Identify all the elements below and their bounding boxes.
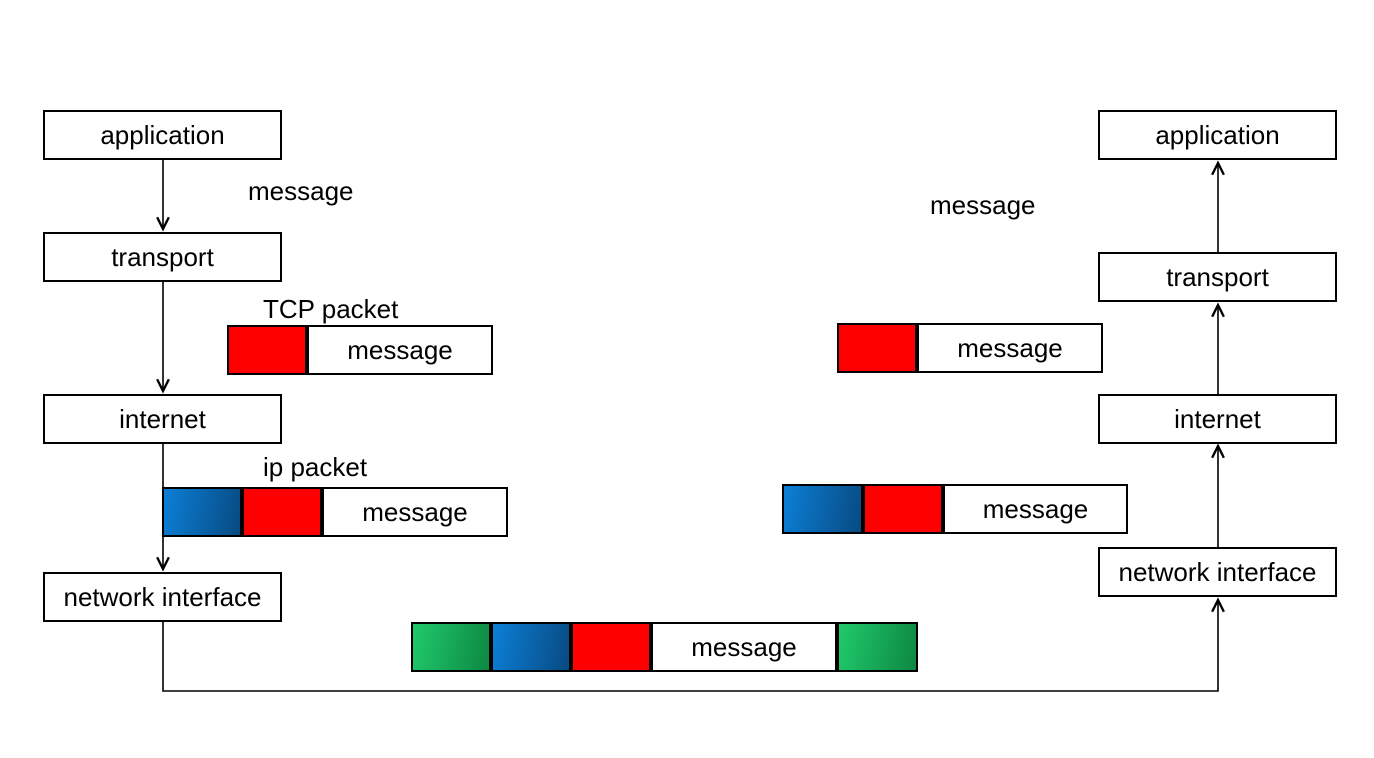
tcp-header-segment bbox=[571, 622, 651, 672]
right-application-box: application bbox=[1098, 110, 1337, 160]
ip-packet-label: ip packet bbox=[263, 452, 368, 482]
tcp-header-segment bbox=[242, 487, 322, 537]
ip-header-segment bbox=[491, 622, 571, 672]
ip-payload-segment: message bbox=[322, 487, 508, 537]
left-transport-box: transport bbox=[43, 232, 282, 282]
ip-header-segment bbox=[162, 487, 242, 537]
right-network-interface-box: network interface bbox=[1098, 547, 1337, 597]
left-message-label: message bbox=[248, 176, 354, 206]
tcp-header-segment bbox=[837, 323, 917, 373]
tcp-payload-segment: message bbox=[917, 323, 1103, 373]
tcp-packet-label: TCP packet bbox=[263, 294, 399, 324]
tcp-header-segment bbox=[863, 484, 943, 534]
right-internet-box: internet bbox=[1098, 394, 1337, 444]
left-application-box: application bbox=[43, 110, 282, 160]
left-internet-box: internet bbox=[43, 394, 282, 444]
frame-trailer-segment bbox=[837, 622, 918, 672]
ip-header-segment bbox=[782, 484, 863, 534]
frame-header-segment bbox=[411, 622, 491, 672]
right-message-label: message bbox=[930, 190, 1036, 220]
frame-payload-segment: message bbox=[651, 622, 837, 672]
tcp-payload-segment: message bbox=[307, 325, 493, 375]
right-transport-box: transport bbox=[1098, 252, 1337, 302]
ip-payload-segment: message bbox=[943, 484, 1128, 534]
left-network-interface-box: network interface bbox=[43, 572, 282, 622]
tcp-header-segment bbox=[227, 325, 307, 375]
